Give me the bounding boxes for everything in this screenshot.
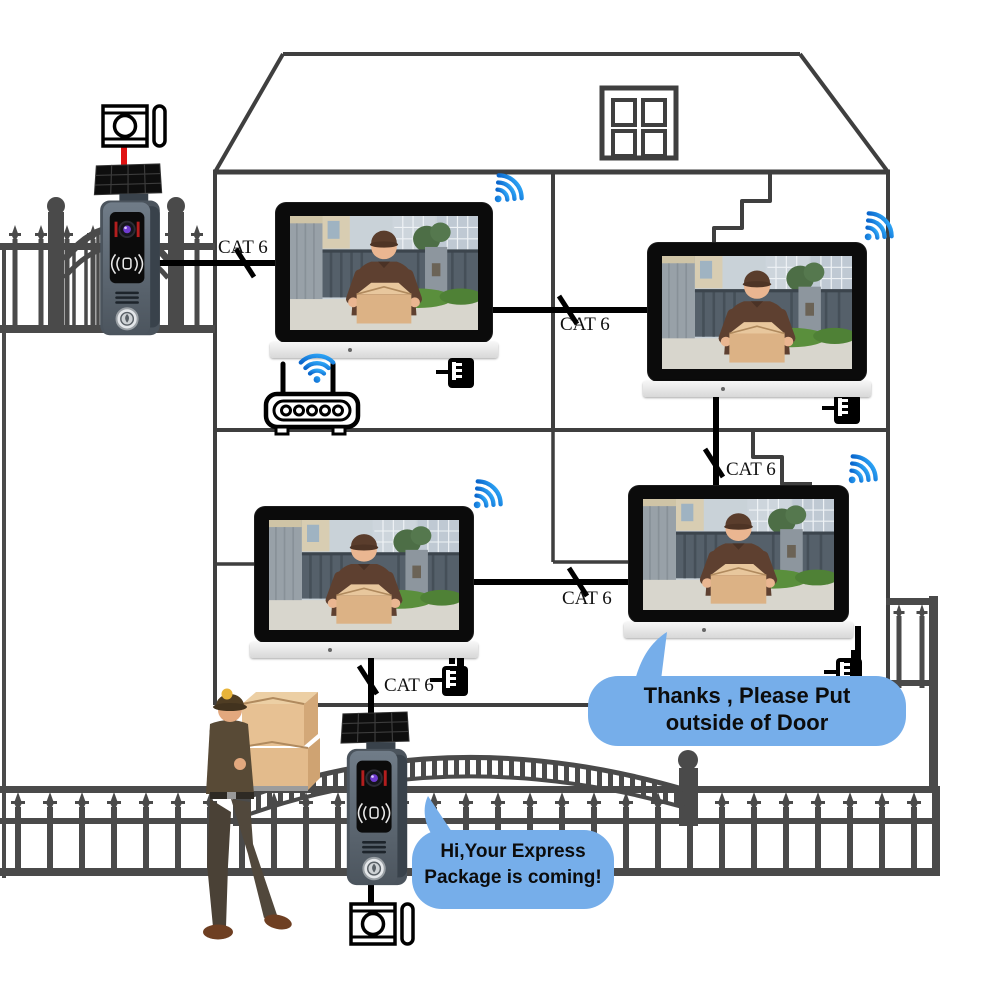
- cable-label-5: CAT 6: [384, 675, 434, 696]
- cable-break-marks: [233, 247, 726, 696]
- monitor-1-base: [270, 342, 498, 358]
- router-icon: [263, 361, 361, 436]
- roof-window: [599, 85, 679, 161]
- monitor-1-photo: [290, 216, 478, 330]
- reply-line-1: Thanks , Please Put: [643, 683, 851, 708]
- monitor-1: [276, 203, 492, 342]
- monitor-3: [255, 507, 473, 642]
- greeting-line-1: Hi,Your Express: [440, 841, 586, 862]
- right-post: [929, 596, 938, 792]
- power-wire-red: [121, 140, 127, 170]
- cable-label-3: CAT 6: [726, 459, 776, 480]
- speech-bubble-greeting: Hi,Your Express Package is coming!: [412, 830, 614, 909]
- router-wifi-icon: [294, 347, 340, 387]
- reply-line-2: outside of Door: [665, 710, 829, 735]
- cable-label-1: CAT 6: [218, 237, 268, 258]
- stair-line-2: [751, 432, 812, 486]
- left-boundary-line: [2, 243, 6, 878]
- doorbell-camera-1: [90, 162, 168, 340]
- delivery-man: [203, 688, 320, 940]
- monitor-4-photo: [643, 499, 834, 610]
- monitor-3-photo: [269, 520, 459, 630]
- greeting-line-2: Package is coming!: [424, 867, 602, 888]
- stair-line-1: [712, 174, 772, 246]
- speech-tail-greeting: [424, 796, 456, 838]
- cable-label-2: CAT 6: [560, 314, 610, 335]
- monitor-2-photo: [662, 256, 852, 369]
- power-supply-icon-2: [349, 902, 415, 946]
- monitor-4-base: [624, 622, 853, 638]
- power-supply-icon-1: [101, 104, 167, 148]
- fence-right-upper: [886, 596, 938, 792]
- monitor-3-base: [250, 642, 478, 658]
- speech-bubble-reply: Thanks , Please Put outside of Door: [588, 676, 906, 746]
- speech-tail-reply: [635, 632, 667, 680]
- doorbell-camera-2: [336, 710, 416, 890]
- monitor-2: [648, 243, 866, 381]
- monitor-4: [629, 486, 848, 622]
- cable-label-4: CAT 6: [562, 588, 612, 609]
- monitor-2-base: [643, 381, 871, 397]
